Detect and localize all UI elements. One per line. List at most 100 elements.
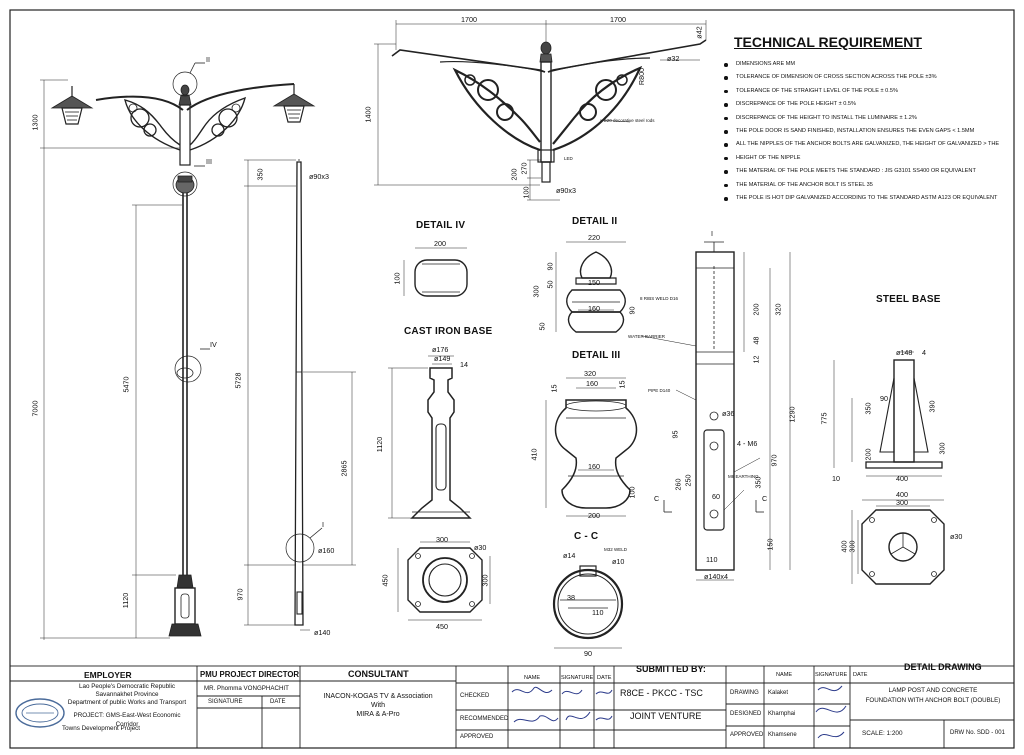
dim-label: ø32: [667, 54, 680, 63]
requirement-item: DISCREPANCE OF THE HEIGHT TO INSTALL THE…: [724, 112, 1020, 125]
designed-name: Kharnphai: [768, 711, 796, 717]
dim-label: 450: [436, 622, 448, 631]
detail-ii-title: DETAIL II: [572, 216, 618, 227]
dim-label: 200: [863, 448, 873, 461]
drawing-title-line: FOUNDATION WITH ANCHOR BOLT (DOUBLE): [865, 697, 1001, 704]
dim-label: 150: [588, 278, 600, 287]
submitted-line: R8CE - PKCC - TSC: [620, 688, 703, 698]
consultant-line: With: [371, 702, 385, 709]
dim-label: 50: [545, 280, 555, 289]
dim-label: ø10: [612, 557, 625, 566]
dim-label: ø42: [694, 26, 704, 39]
signature-col-label: SIGNATURE: [815, 672, 848, 678]
dim-label: 15: [549, 384, 559, 393]
date-col-label: DATE: [853, 672, 868, 678]
dim-label: ø176: [432, 345, 449, 354]
dim-label: 15: [617, 380, 627, 389]
dim-label: 390: [927, 400, 937, 413]
dim-label: 160: [588, 462, 600, 471]
dim-label: 12: [751, 355, 761, 364]
designed-label: DESIGNED: [730, 711, 762, 717]
detail-drawing-heading: DETAIL DRAWING: [904, 662, 982, 672]
drawing-name: Kalaket: [768, 690, 789, 696]
approved-label: APPROVED: [730, 732, 764, 738]
dim-label: 2865: [339, 460, 349, 477]
note-label: PIPE D140: [648, 388, 671, 393]
main-pole-elevation: [40, 62, 316, 640]
title-block-lines: [9, 665, 1015, 749]
detail-iii-drawing: [545, 377, 638, 517]
recommended-label: RECOMMENDED: [460, 716, 509, 722]
technical-requirement-list: DIMENSIONS ARE MM TOLERANCE OF DIMENSION…: [724, 58, 1020, 205]
dim-label: 110: [592, 608, 604, 617]
name-col-label: NAME: [524, 675, 541, 681]
dim-label: ø140x4: [704, 572, 728, 581]
bare-pole-elevation: [244, 159, 356, 631]
marker-ii-label: II: [206, 55, 210, 64]
dim-label: 110: [706, 555, 718, 564]
dim-label: 350: [255, 168, 265, 181]
dim-label: 50: [537, 322, 547, 331]
dim-label: 410: [529, 448, 539, 461]
note-label: 8 RIBS WELD D16: [640, 296, 679, 301]
dim-label: 95: [670, 430, 680, 439]
dim-label: 300: [937, 442, 947, 455]
dim-label: 200: [509, 168, 519, 181]
submitted-line: JOINT VENTURE: [630, 711, 702, 721]
employer-line: Towns Development Project: [62, 725, 141, 732]
name-col-label: NAME: [776, 672, 793, 678]
pole-detail-i-drawing: [641, 241, 791, 581]
pmu-signature-label: SIGNATURE: [208, 699, 243, 705]
cast-iron-base-title: CAST IRON BASE: [404, 326, 493, 337]
dim-label: 270: [519, 162, 529, 175]
dim-label: ø140: [314, 628, 331, 637]
requirement-item: THE MATERIAL OF THE POLE MEETS THE STAND…: [724, 165, 1020, 178]
dim-label: 300: [896, 498, 908, 507]
dim-label: 400: [896, 474, 908, 483]
dim-label: 90: [880, 394, 888, 403]
dim-label: 100: [521, 186, 531, 199]
note-label: M8 EARTHING: [728, 474, 759, 479]
cc-section-drawing: [552, 565, 624, 649]
dim-label: 100: [392, 272, 402, 285]
dim-label: 1290: [787, 406, 797, 423]
handwritten-signatures: [511, 685, 847, 739]
section-c-left-label: C: [654, 494, 660, 503]
note-label: WATER BARRIER: [628, 334, 666, 339]
dim-label: ø30: [950, 532, 963, 541]
dim-label: 90: [545, 262, 555, 271]
submitted-heading: SUBMITTED BY:: [636, 664, 706, 674]
dim-label: 250: [683, 474, 693, 487]
dim-label: 60: [712, 492, 720, 501]
dim-label: 48: [751, 336, 761, 345]
cc-section-title: C - C: [574, 531, 599, 542]
requirement-item: TOLERANCE OF THE STRAIGHT LEVEL OF THE P…: [724, 85, 1020, 98]
dim-label: 1120: [375, 436, 385, 453]
steel-base-drawing: [833, 351, 945, 585]
marker-iv-label: IV: [210, 340, 217, 349]
dim-label: 38: [567, 593, 575, 602]
drawing-label: DRAWING: [730, 690, 759, 696]
dim-label: 1700: [610, 15, 626, 24]
section-c-right-label: C: [762, 494, 768, 503]
dim-label: 5728: [233, 372, 243, 389]
employer-seal-logo: [15, 698, 65, 728]
dim-label: 14: [460, 360, 468, 369]
date-col-label: DATE: [597, 675, 612, 681]
dim-label: ø148: [896, 348, 913, 357]
cast-iron-base-drawing: [388, 355, 491, 621]
marker-i-pole-label: I: [322, 520, 324, 529]
dim-label: 1400: [363, 106, 373, 123]
signature-col-label: SIGNATURE: [561, 675, 594, 681]
dim-label: ø149: [434, 354, 451, 363]
detail-ii-drawing: [555, 241, 626, 333]
dim-label: 5470: [121, 376, 131, 393]
dim-label: 10: [832, 474, 840, 483]
dim-label: 90: [584, 649, 592, 658]
employer-line: Lao People's Democratic Republic: [78, 683, 176, 690]
dim-label: 775: [819, 412, 829, 425]
drawing-title-line: LAMP POST AND CONCRETE: [888, 687, 978, 694]
dim-label: 4 - M6: [737, 439, 758, 448]
